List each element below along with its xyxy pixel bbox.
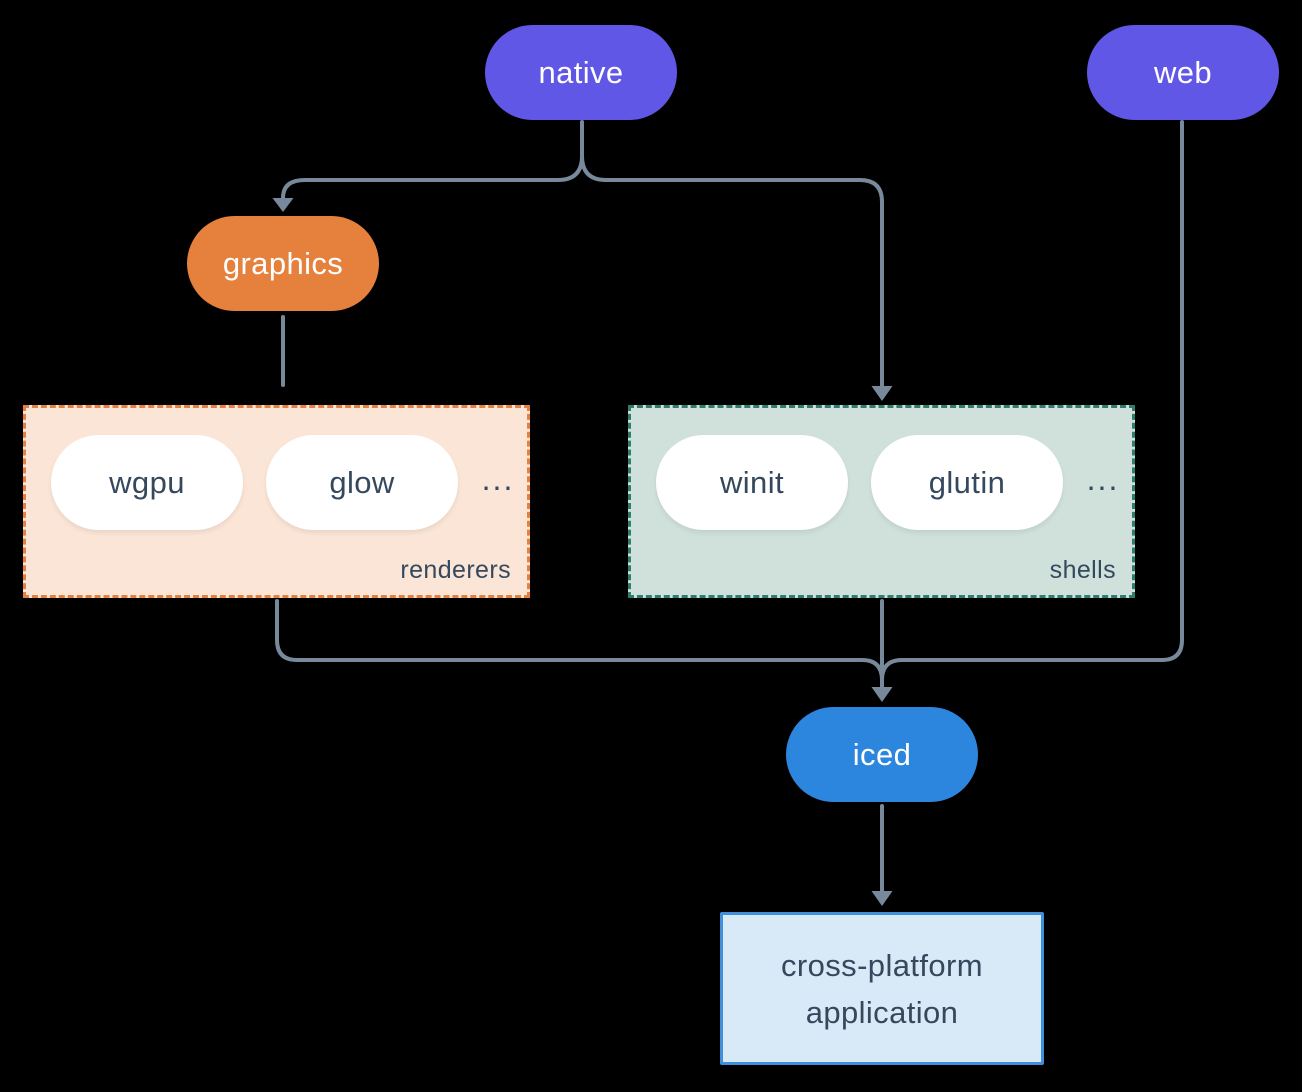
node-glow: glow (266, 435, 458, 530)
shells-ellipsis: ... (1086, 461, 1120, 497)
edge-web-to-merge (880, 120, 1184, 682)
group-shells: winit glutin ... shells (628, 405, 1135, 598)
arrowhead-to-iced (871, 687, 893, 702)
edge-renderers-to-merge (275, 599, 884, 682)
renderers-ellipsis: ... (481, 461, 515, 497)
edge-native-to-graphics (281, 154, 584, 200)
node-glutin-label: glutin (928, 464, 1006, 500)
node-winit-label: winit (719, 464, 784, 500)
arrowhead-to-shells (871, 386, 893, 401)
node-web-label: web (1153, 54, 1213, 90)
arrowhead-to-graphics (272, 198, 294, 212)
renderers-group-label: renderers (400, 556, 511, 584)
node-graphics-label: graphics (222, 245, 344, 281)
node-cross-platform-application: cross-platform application (720, 912, 1044, 1065)
node-glow-label: glow (329, 464, 395, 500)
node-wgpu: wgpu (51, 435, 243, 530)
node-winit: winit (656, 435, 848, 530)
application-label-line1: cross-platform (781, 947, 983, 983)
shells-group-label: shells (1049, 556, 1116, 584)
application-label-line2: application (805, 994, 959, 1030)
node-iced: iced (786, 707, 978, 802)
node-glutin: glutin (871, 435, 1063, 530)
node-native: native (485, 25, 677, 120)
node-native-label: native (538, 54, 624, 90)
arrowhead-to-application (871, 891, 893, 906)
node-wgpu-label: wgpu (109, 464, 185, 500)
node-graphics: graphics (187, 216, 379, 311)
group-renderers: wgpu glow ... renderers (23, 405, 530, 598)
node-web: web (1087, 25, 1279, 120)
node-iced-label: iced (852, 736, 912, 772)
edge-native-to-shells (580, 154, 884, 388)
